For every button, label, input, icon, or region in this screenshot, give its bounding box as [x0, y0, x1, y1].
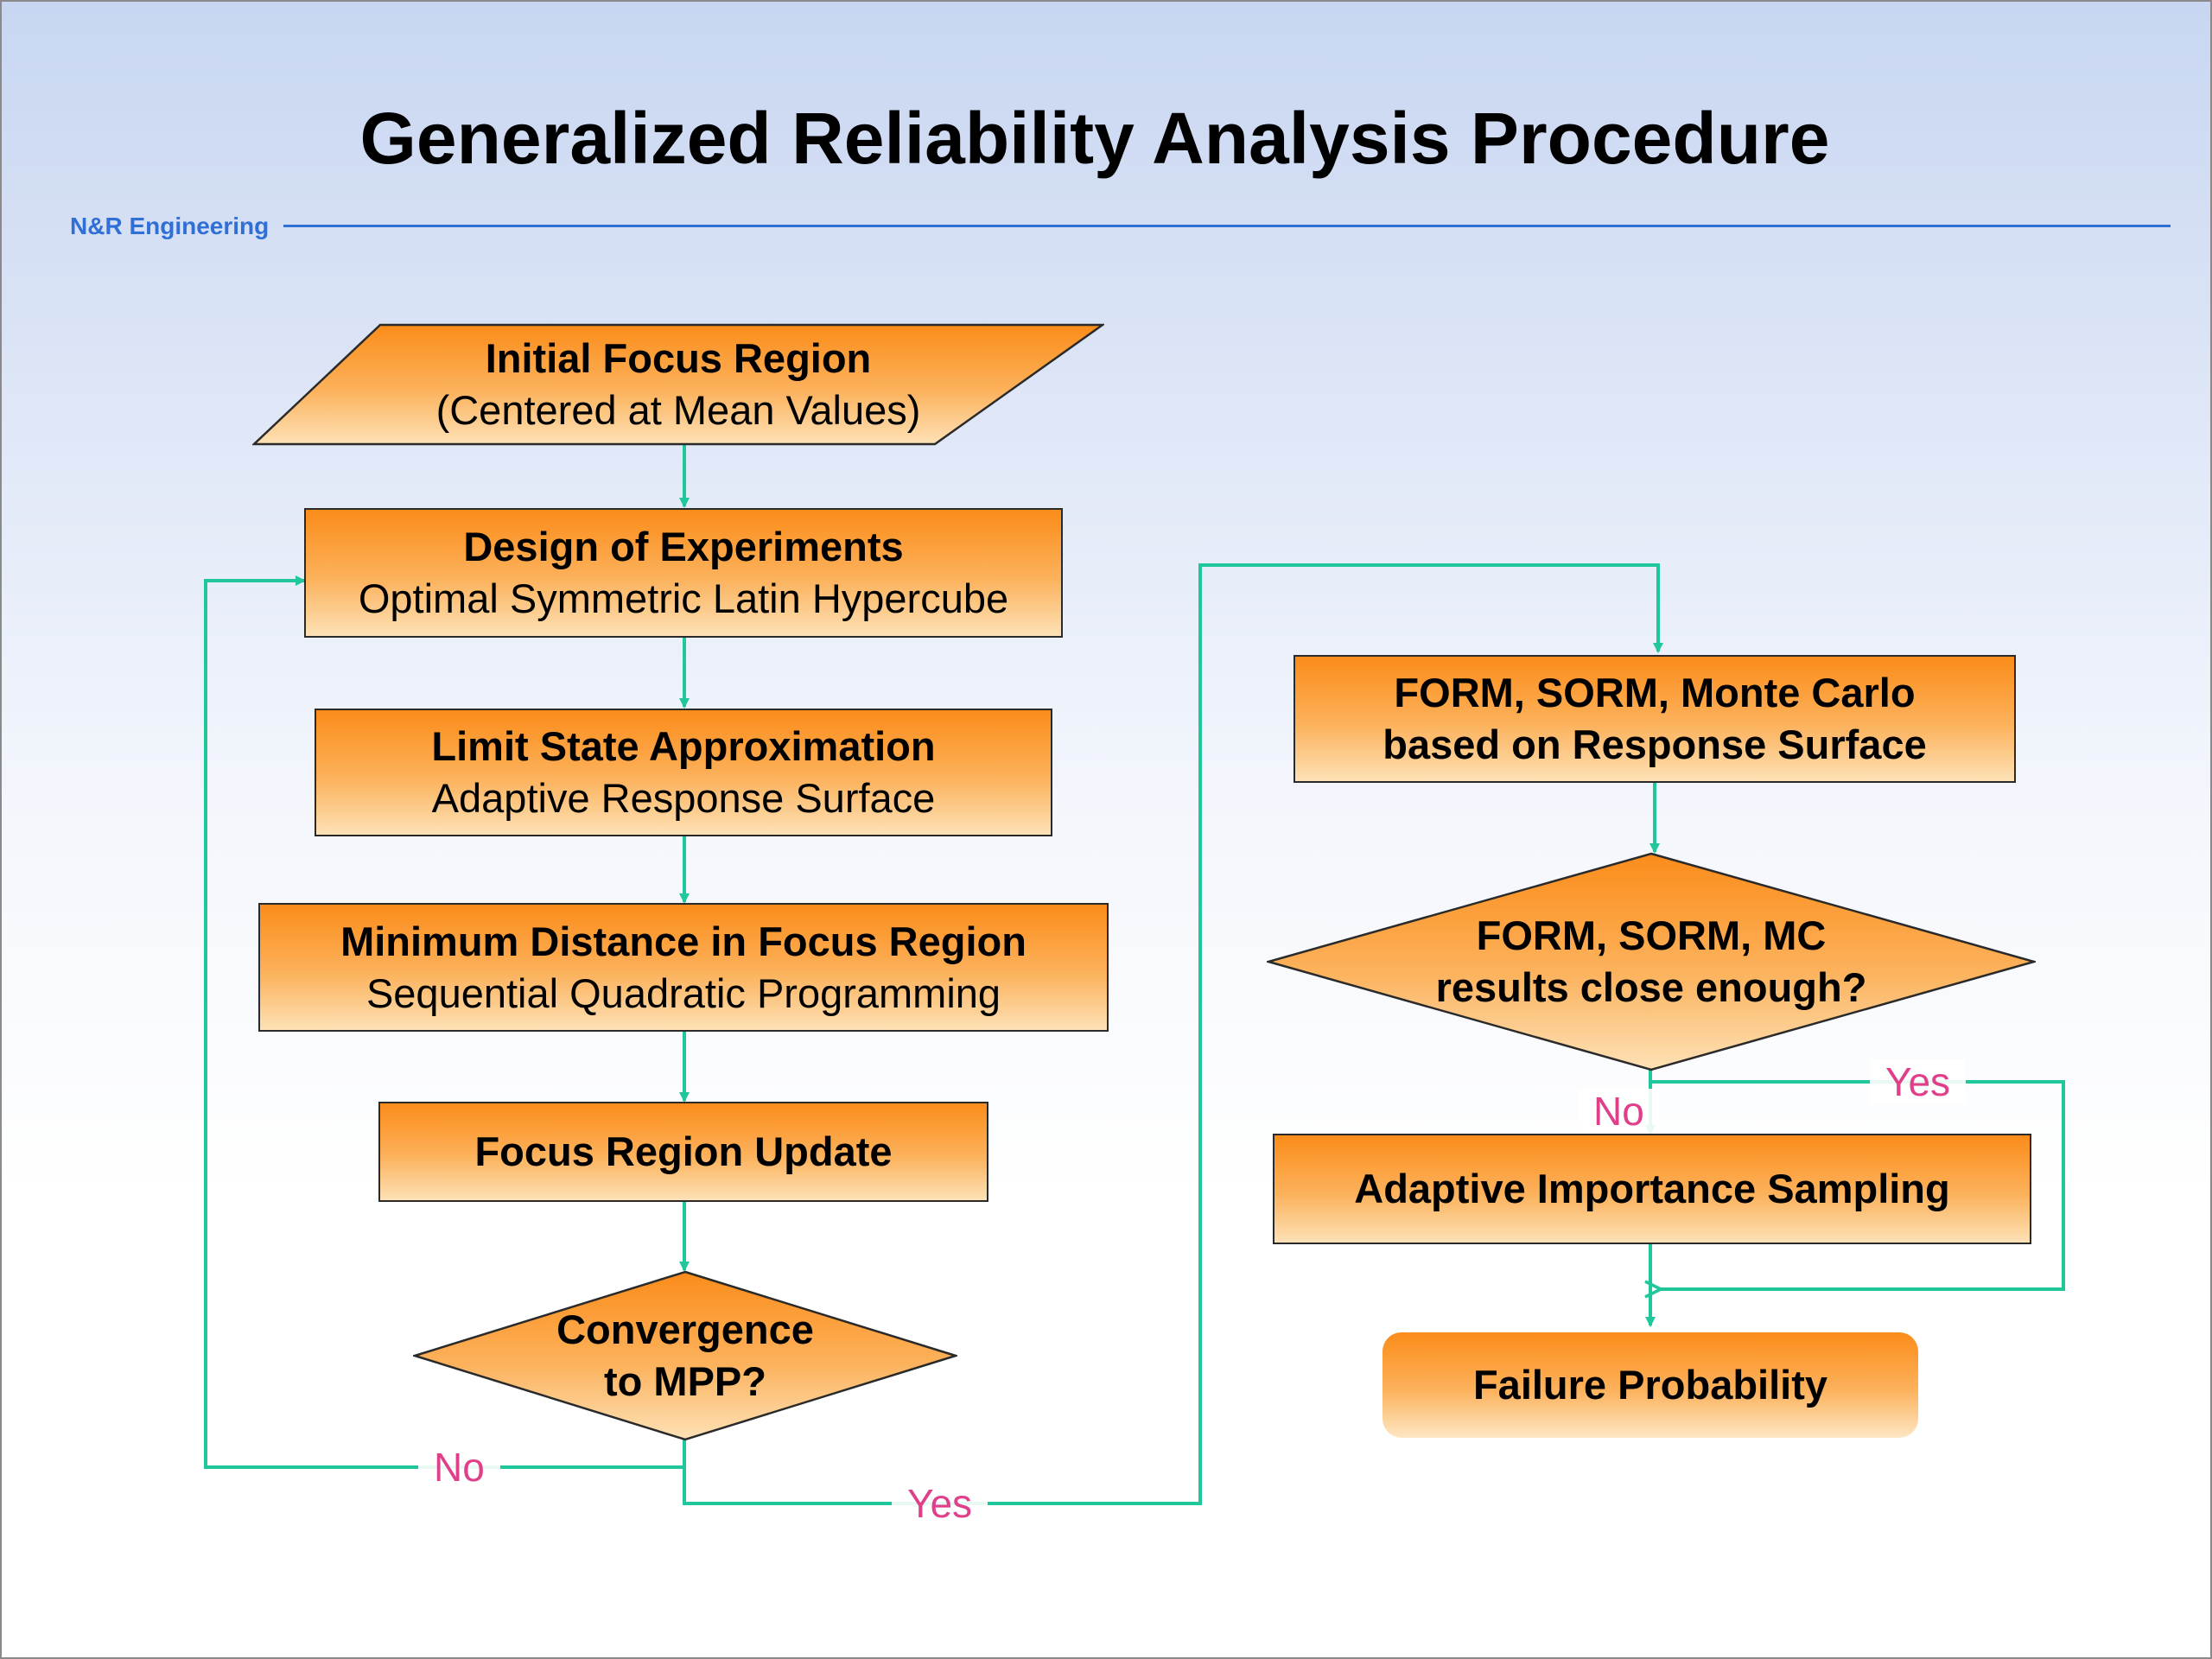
node-title: FORM, SORM, Monte Carlo: [1394, 670, 1916, 715]
node-design-of-experiments: Design of Experiments Optimal Symmetric …: [304, 508, 1063, 638]
node-subtitle: results close enough?: [1435, 964, 1867, 1010]
node-subtitle: Optimal Symmetric Latin Hypercube: [358, 575, 1009, 621]
node-title: Limit State Approximation: [431, 723, 936, 769]
company-label: N&R Engineering: [70, 213, 270, 239]
node-title: Initial Focus Region: [485, 335, 872, 381]
node-results-close-decision: FORM, SORM, MC results close enough?: [1267, 852, 2036, 1071]
node-focus-region-update: Focus Region Update: [378, 1102, 988, 1202]
edge-label-convergence-no: No: [418, 1445, 500, 1490]
node-failure-probability: Failure Probability: [1382, 1332, 1918, 1438]
title-divider: [283, 225, 2171, 227]
node-title: Adaptive Importance Sampling: [1354, 1166, 1950, 1211]
node-convergence-decision: Convergence to MPP?: [413, 1270, 957, 1441]
node-limit-state-approximation: Limit State Approximation Adaptive Respo…: [315, 709, 1052, 836]
edge-label-results-no: No: [1578, 1089, 1660, 1134]
parallelogram-shape: [252, 323, 1104, 446]
node-title: Focus Region Update: [474, 1128, 893, 1174]
edge-label-results-yes: Yes: [1870, 1059, 1967, 1104]
node-title: Convergence: [556, 1306, 814, 1352]
node-subtitle: (Centered at Mean Values): [435, 387, 921, 433]
node-subtitle: based on Response Surface: [1382, 721, 1927, 767]
node-subtitle: Adaptive Response Surface: [431, 775, 936, 821]
node-title: Design of Experiments: [463, 524, 904, 569]
edge-label-convergence-yes: Yes: [892, 1481, 988, 1526]
node-form-sorm-monte-carlo: FORM, SORM, Monte Carlo based on Respons…: [1294, 655, 2016, 783]
node-title: Minimum Distance in Focus Region: [340, 918, 1027, 964]
node-title: FORM, SORM, MC: [1476, 912, 1827, 958]
node-subtitle: Sequential Quadratic Programming: [365, 969, 1001, 1016]
edge-convergence-yes: [683, 563, 1663, 1505]
node-title: Failure Probability: [1472, 1362, 1828, 1408]
node-adaptive-importance-sampling: Adaptive Importance Sampling: [1273, 1134, 2031, 1244]
edge-results-yes: [1650, 1080, 2065, 1289]
node-initial-focus-region: Initial Focus Region (Centered at Mean V…: [252, 323, 1104, 446]
node-minimum-distance: Minimum Distance in Focus Region Sequent…: [258, 903, 1109, 1032]
slide-title: Generalized Reliability Analysis Procedu…: [359, 98, 1830, 179]
diamond-shape: [1267, 852, 2036, 1071]
node-subtitle: to MPP?: [604, 1358, 766, 1404]
diamond-shape: [413, 1270, 957, 1441]
